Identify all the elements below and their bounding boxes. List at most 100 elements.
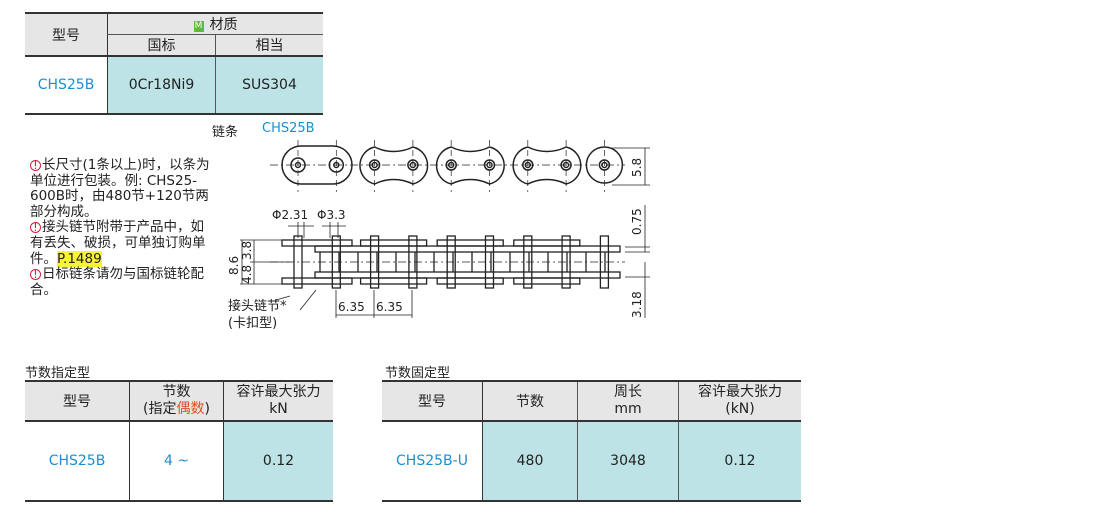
note-2: !接头链节附带于产品中，如有丢失、破损，可单独订购单件。P.1489 xyxy=(30,220,210,267)
pin xyxy=(598,159,611,171)
pin xyxy=(446,235,456,289)
pin xyxy=(522,159,534,171)
col-length-unit: mm xyxy=(614,401,642,417)
dim-3-18: 3.18 xyxy=(630,291,644,318)
pin xyxy=(445,159,457,171)
inner-plate xyxy=(314,271,621,279)
col-links: 节数(指定偶数) xyxy=(129,381,224,421)
pin-hole xyxy=(294,161,302,169)
dim-8-6: 8.6 xyxy=(227,256,241,275)
note-3: !日标链条请勿与国标链轮配合。 xyxy=(30,266,210,298)
col-links-label: 节数 xyxy=(162,384,191,400)
table-fixed-title: 节数固定型 xyxy=(385,366,451,381)
table-row: CHS25B 0Cr18Ni9 SUS304 xyxy=(25,56,323,114)
dim-0-75: 0.75 xyxy=(630,208,644,235)
pin-hole xyxy=(447,161,455,169)
drawing-title: 链条 xyxy=(212,125,239,140)
col-tension-label: 容许最大张力 xyxy=(698,384,782,400)
pin xyxy=(523,235,533,289)
joint-sub: (卡扣型) xyxy=(228,316,277,331)
outer-plate xyxy=(281,239,353,247)
outer-plate xyxy=(281,277,353,285)
note-1-text: 长尺寸(1条以上)时，以条为单位进行包装。例: CHS25-600B时，由480… xyxy=(30,157,210,220)
dim-3-8: 3.8 xyxy=(240,241,254,260)
chain-link xyxy=(435,146,505,185)
col-links-close: ) xyxy=(204,401,210,417)
pin-hole xyxy=(333,161,340,169)
pin-hole xyxy=(409,161,417,169)
pin xyxy=(484,235,495,289)
col-tension: 容许最大张力(kN) xyxy=(678,381,801,421)
gb-cell: 0Cr18Ni9 xyxy=(107,56,216,114)
joint-label: 接头链节* xyxy=(228,298,287,314)
col-gb: 国标 xyxy=(107,34,216,56)
pin xyxy=(561,235,571,289)
col-model: 型号 xyxy=(418,394,446,410)
col-model: 型号 xyxy=(25,13,108,57)
equiv-cell: SUS304 xyxy=(215,56,323,114)
links-cell: 4 ~ xyxy=(129,421,224,501)
col-links: 节数 xyxy=(482,381,578,421)
dim-5-8: 5.8 xyxy=(630,158,644,177)
alert-icon: ! xyxy=(30,222,41,234)
pin xyxy=(560,159,572,171)
col-tension-label: 容许最大张力 xyxy=(236,384,321,400)
col-model: 型号 xyxy=(63,394,91,410)
drawing-model: CHS25B xyxy=(262,121,315,136)
pin xyxy=(407,159,419,171)
table-row: CHS25B 4 ~ 0.12 xyxy=(25,421,333,501)
pin-hole xyxy=(486,161,493,169)
col-links-sub: (指定 xyxy=(143,401,177,417)
dim-pitch-2: 6.35 xyxy=(376,300,403,314)
chain-link xyxy=(585,146,624,184)
alert-icon: ! xyxy=(30,269,41,281)
table-specified-title: 节数指定型 xyxy=(25,366,91,381)
inner-plate xyxy=(314,245,621,253)
model-cell[interactable]: CHS25B xyxy=(48,453,106,469)
tension-cell: 0.12 xyxy=(678,421,801,501)
pin xyxy=(369,235,380,289)
pin-hole xyxy=(601,161,608,169)
chain-side-view xyxy=(270,235,625,289)
page-link[interactable]: P.1489 xyxy=(57,250,102,267)
pin xyxy=(408,235,418,289)
pin-hole xyxy=(562,161,570,169)
links-cell: 480 xyxy=(482,421,578,501)
col-equiv: 相当 xyxy=(215,34,323,56)
col-tension-unit: kN xyxy=(269,401,288,417)
dim-4-8: 4.8 xyxy=(240,265,254,284)
note-3-text: 日标链条请勿与国标链轮配合。 xyxy=(30,266,204,298)
model-cell[interactable]: CHS25B-U xyxy=(396,453,468,469)
notes: !长尺寸(1条以上)时，以条为单位进行包装。例: CHS25-600B时，由48… xyxy=(30,157,210,298)
pin xyxy=(290,157,306,173)
joint-link xyxy=(281,145,353,185)
chain-drawing: Φ2.31 Φ3.3 6.35 6.35 接头链节* (卡扣型) 5.8 0.7… xyxy=(227,140,650,331)
table-row: CHS25B-U 480 3048 0.12 xyxy=(382,421,801,501)
material-badge-icon: M xyxy=(193,21,204,32)
model-cell[interactable]: CHS25B xyxy=(37,77,95,93)
dim-phi231: Φ2.31 xyxy=(272,208,308,222)
length-cell: 3048 xyxy=(577,421,679,501)
alert-icon: ! xyxy=(30,160,41,171)
dim-pitch-1: 6.35 xyxy=(338,300,365,314)
pin-hole xyxy=(371,161,378,169)
chain-link xyxy=(512,146,582,185)
pin xyxy=(328,157,345,173)
pin xyxy=(368,159,381,171)
tension-cell: 0.12 xyxy=(223,421,333,501)
col-tension-unit: (kN) xyxy=(725,401,755,417)
pin-hole xyxy=(524,161,532,169)
note-1: !长尺寸(1条以上)时，以条为单位进行包装。例: CHS25-600B时，由48… xyxy=(30,157,210,220)
chain-link xyxy=(359,146,429,185)
note-2-text: 接头链节附带于产品中，如有丢失、破损，可单独订购单件。 xyxy=(30,219,206,267)
dim-phi33: Φ3.3 xyxy=(317,208,346,222)
pin xyxy=(599,235,610,289)
col-links-even: 偶数 xyxy=(176,401,205,417)
chain-top-view xyxy=(270,140,625,192)
pin xyxy=(331,235,341,289)
